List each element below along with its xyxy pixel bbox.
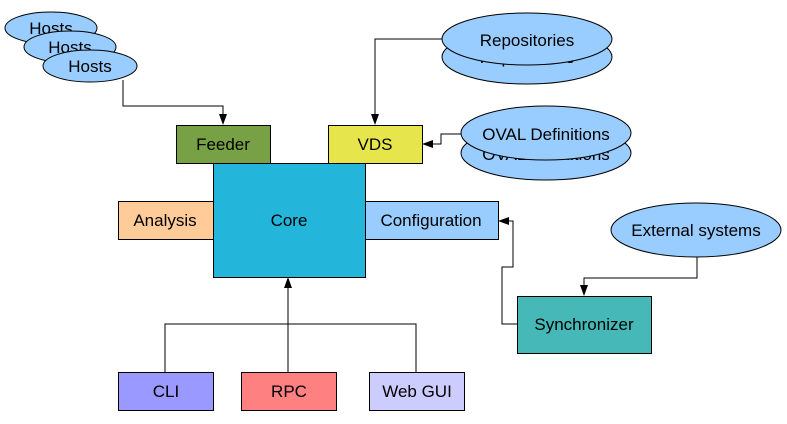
analysis-label: Analysis	[133, 211, 196, 230]
arrowhead	[422, 140, 433, 148]
repositories-label: Repositories	[480, 31, 575, 50]
arrowhead	[580, 285, 588, 296]
hosts-stack: Hosts Hosts Hosts	[4, 11, 138, 83]
core-rect	[213, 163, 366, 278]
cli-rect	[118, 372, 214, 411]
oval-definitions-ellipse	[460, 105, 632, 161]
arrowhead	[284, 277, 292, 288]
external-systems-ellipse	[610, 202, 782, 258]
synchronizer-box[interactable]: Synchronizer	[517, 296, 652, 354]
repositories-ellipse	[441, 12, 613, 66]
feeder-label: Feeder	[196, 135, 250, 154]
analysis-rect	[118, 201, 214, 240]
feeder-rect	[176, 125, 271, 164]
edge-hosts-feeder	[122, 80, 224, 118]
rpc-label: RPC	[271, 382, 307, 401]
webgui-rect	[369, 372, 465, 411]
synchronizer-label: Synchronizer	[534, 315, 634, 334]
arrowhead	[371, 114, 379, 125]
external-systems-node[interactable]: External systems	[610, 202, 782, 258]
feeder-box[interactable]: Feeder	[176, 125, 271, 164]
configuration-box[interactable]: Configuration	[364, 201, 499, 240]
vds-box[interactable]: VDS	[328, 125, 423, 164]
arrowhead	[498, 217, 509, 225]
oval-definitions-stack: OVAL Definitions OVAL Definitions	[460, 105, 632, 181]
synchronizer-rect	[517, 296, 652, 354]
connectors	[122, 38, 698, 372]
cli-box[interactable]: CLI	[118, 372, 214, 411]
core-label: Core	[271, 211, 308, 230]
edge-synchronizer-configuration	[501, 220, 517, 325]
edge-oval-vds	[430, 133, 461, 145]
core-box[interactable]: Core	[213, 163, 366, 278]
rpc-rect	[241, 372, 337, 411]
webgui-label: Web GUI	[382, 382, 452, 401]
vds-rect	[328, 125, 423, 164]
vds-label: VDS	[358, 135, 393, 154]
external-systems-label: External systems	[631, 221, 760, 240]
oval-definitions-node[interactable]: OVAL Definitions	[460, 105, 632, 161]
hosts-ellipse	[42, 49, 138, 83]
repositories-stack: Repositories Repositories	[441, 12, 613, 85]
rpc-box[interactable]: RPC	[241, 372, 337, 411]
oval-definitions-label: OVAL Definitions	[482, 125, 610, 144]
analysis-box[interactable]: Analysis	[118, 201, 214, 240]
hosts-node[interactable]: Hosts	[42, 49, 138, 83]
cli-label: CLI	[153, 382, 179, 401]
configuration-rect	[364, 201, 499, 240]
hosts-label: Hosts	[68, 57, 111, 76]
edge-repositories-vds	[374, 38, 442, 118]
edge-external-synchronizer	[583, 257, 698, 289]
arrowhead	[219, 114, 227, 125]
repositories-node[interactable]: Repositories	[441, 12, 613, 66]
webgui-box[interactable]: Web GUI	[369, 372, 465, 411]
configuration-label: Configuration	[380, 211, 481, 230]
edge-cli-core	[164, 323, 417, 372]
